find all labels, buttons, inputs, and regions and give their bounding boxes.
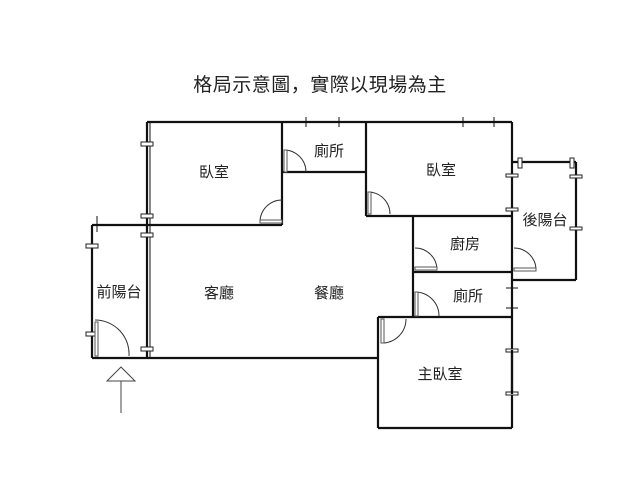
door-swing [94, 319, 130, 357]
room-label-bathroom-top: 廁所 [314, 142, 344, 160]
window-mark [140, 232, 154, 238]
room-label-rear-balcony: 後陽台 [522, 211, 567, 229]
door-leaf [283, 149, 288, 173]
window-mark [140, 213, 154, 219]
room-label-bathroom-lower: 廁所 [453, 287, 483, 305]
window-mark [517, 157, 523, 169]
door-leaf [380, 318, 385, 344]
floor-plan-title: 格局示意圖，實際以現場為主 [193, 74, 447, 96]
door-leaf [259, 219, 283, 224]
window-mark [140, 141, 154, 147]
window-mark [85, 243, 99, 249]
room-label-front-balcony: 前陽台 [96, 283, 141, 301]
room-label-living-room: 客廳 [204, 284, 234, 302]
door-swing [414, 291, 440, 317]
window-mark [569, 226, 583, 231]
door-swing [381, 318, 407, 344]
window-mark [140, 346, 154, 352]
up-arrow-icon [105, 366, 137, 413]
door-leaf [367, 191, 372, 215]
door-swing [513, 247, 537, 271]
window-mark [505, 207, 519, 212]
door-leaf [94, 321, 99, 357]
walls [90, 120, 578, 430]
room-label-dining-room: 餐廳 [314, 284, 344, 302]
door-swing [259, 199, 283, 223]
door-leaf [513, 267, 537, 272]
doors [94, 149, 537, 357]
room-label-kitchen: 廚房 [450, 235, 480, 253]
windows [85, 117, 583, 396]
window-mark [569, 157, 575, 169]
room-label-master-bedroom: 主臥室 [417, 365, 462, 383]
room-label-bedroom-left: 臥室 [199, 163, 229, 181]
window-mark [569, 174, 583, 179]
room-label-bedroom-right: 臥室 [426, 161, 456, 179]
door-leaf [414, 291, 419, 317]
door-leaf [414, 266, 438, 271]
window-mark [505, 173, 519, 178]
